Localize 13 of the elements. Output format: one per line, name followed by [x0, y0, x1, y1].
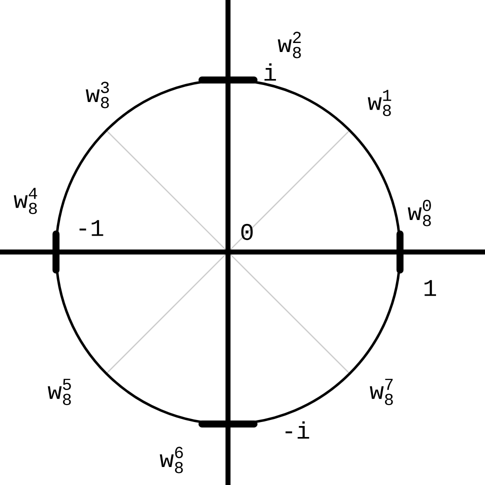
axis-label: -i — [286, 421, 310, 439]
root-label: $\mathtt{w}^{\mathtt{6}}_{\mathtt{8}}$ — [160, 446, 183, 474]
root-label: $\mathtt{w}^{\mathtt{2}}_{\mathtt{8}}$ — [278, 32, 301, 58]
root-label: $\mathtt{w}^{\mathtt{0}}_{\mathtt{8}}$ — [408, 200, 431, 226]
root-label: $\mathtt{w}^{\mathtt{7}}_{\mathtt{8}}$ — [370, 378, 393, 406]
axis-label: 0 — [241, 224, 253, 240]
root-label: $\mathtt{w}^{\mathtt{1}}_{\mathtt{8}}$ — [368, 90, 392, 116]
axis-label: 1 — [424, 280, 436, 296]
root-label: $\mathtt{w}^{\mathtt{5}}_{\mathtt{8}}$ — [48, 378, 71, 406]
axis-label: -1 — [80, 220, 104, 236]
root-label: $\mathtt{w}^{\mathtt{4}}_{\mathtt{8}}$ — [14, 188, 38, 214]
axis-label: i — [264, 63, 276, 81]
root-label: $\mathtt{w}^{\mathtt{3}}_{\mathtt{8}}$ — [86, 82, 109, 108]
